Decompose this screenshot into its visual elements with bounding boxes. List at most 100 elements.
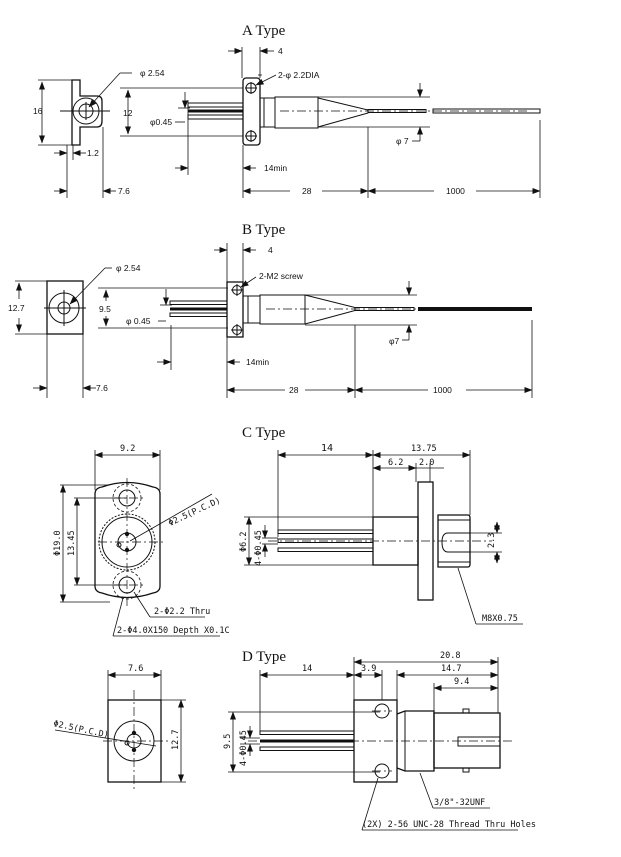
c-dim-pins: 4-Φ0.45 [254,530,264,566]
c-type-end-view [60,450,220,637]
drawing-line [441,532,470,553]
drawing-line [133,591,151,618]
drawing-line [419,772,434,809]
d-dim-14: 14 [302,664,312,674]
a-dim-phi-7: φ 7 [396,136,409,146]
drawing-line [112,597,124,637]
b-dim-phi-0-45: φ 0.45 [126,316,151,326]
drawing-line [255,74,277,86]
drawing-line [240,276,257,288]
d-dim-pins: 4-Φ0.45 [239,730,249,766]
c-type-side-view [244,450,523,625]
a-dim-28: 28 [302,186,312,196]
b-dim-9-5: 9.5 [99,304,111,314]
drawing-line [242,295,261,324]
drawing-line [71,79,103,146]
c-thru-callout: 2-Φ2.2 Thru [154,607,210,617]
a-dim-12: 12 [123,108,133,118]
b-dim-1000: 1000 [433,385,452,395]
drawing-line [259,97,276,128]
d-dim-7-6: 7.6 [128,664,143,674]
drawing-line [259,746,355,751]
a-dim-1-2: 1.2 [87,148,99,158]
c-type-title: C Type [242,425,286,441]
d-type-drawing: D Type 7.6 12.7 Φ2.5(P.C.D) [52,649,536,831]
c-dim-9-2: 9.2 [120,444,135,454]
drawing-line [88,72,121,108]
c-dim-phi-6-2: Φ6.2 [239,532,249,552]
drawing-line [129,493,213,542]
c-dim-2-3: 2.3 [487,533,497,548]
a-dim-phi-0-45: φ0.45 [150,117,172,127]
b-dim-28: 28 [289,385,299,395]
a-type-side-view [120,47,541,198]
drawing-line [277,547,374,552]
drawing-line [277,529,374,534]
a-dim-7-6: 7.6 [118,186,130,196]
d-dim-3-9: 3.9 [361,664,376,674]
a-type-end-view [38,72,132,198]
d-pcd-callout: Φ2.5(P.C.D) [52,719,109,740]
c-dim-phi-19-0: Φ19.0 [53,530,63,556]
d-dim-9-5: 9.5 [223,734,233,749]
c-thread-callout: M8X0.75 [482,614,518,624]
b-type-end-view [15,267,112,398]
b-screw-callout: 2-M2 screw [259,271,304,281]
c-pcd-callout: Φ2.5(P.C.D) [167,496,222,529]
a-dim-16: 16 [33,106,43,116]
a-dim-4: 4 [278,46,283,56]
c-type-drawing: C Type [53,425,523,637]
d-holes-callout: (2X) 2-56 UNC-28 Thread Thru Holes [362,820,536,830]
b-dim-phi-2-54: φ 2.54 [116,263,141,273]
drawing-line [169,300,228,305]
drawing-line [116,542,122,548]
drawing-line [457,567,477,625]
drawing-line [187,114,244,120]
d-dim-9-4: 9.4 [454,677,469,687]
drawing-line [259,294,306,325]
d-type-end-view [54,670,186,792]
a-dim-14min: 14min [264,163,287,173]
c-dim-6-2: 6.2 [388,458,403,468]
d-type-side-view [228,657,518,831]
d-dim-12-7: 12.7 [171,730,181,750]
a-type-title: A Type [242,23,286,39]
c-depth-callout: 2-Φ4.0X150 Depth X0.1C [117,626,230,636]
b-dim-4: 4 [268,245,273,255]
drawing-line [188,109,243,113]
drawing-line [304,294,356,325]
b-type-title: B Type [242,222,286,238]
drawing-line [317,97,369,128]
drawing-line [69,267,106,305]
b-dim-7-6: 7.6 [96,383,108,393]
drawing-line [462,708,470,714]
b-type-side-view [98,243,533,398]
a-dim-phi-2-54: φ 2.54 [140,68,165,78]
d-dim-14-7: 14.7 [441,664,461,674]
drawing-line [462,767,470,773]
b-dim-12-7: 12.7 [8,303,25,313]
drawing-line [54,729,157,747]
b-dim-14min: 14min [246,357,269,367]
drawing-line [94,481,161,599]
drawing-line [437,514,471,568]
drawing-line [361,777,379,831]
drawing-line [433,712,501,769]
d-thread-callout: 3/8"-32UNF [434,798,485,808]
c-dim-14: 14 [321,443,333,454]
c-dim-13-75: 13.75 [411,444,437,454]
drawing-line [274,96,319,129]
c-dim-13-45: 13.45 [67,530,77,556]
d-dim-20-8: 20.8 [440,651,460,661]
drawing-line [187,102,244,108]
drawing-line [169,312,228,317]
drawing-line [170,307,227,311]
a-type-drawing: A Type 16 φ 2.54 1.2 7.6 [33,23,541,198]
drawing-line [457,736,501,747]
c-dim-2-0: 2.0 [419,458,434,468]
a-hole-callout: 2-φ 2.2DIA [278,70,320,80]
b-type-drawing: B Type 12.7 φ 2.54 7.6 [8,222,533,398]
d-type-title: D Type [242,649,286,665]
drawing-line [259,730,355,735]
